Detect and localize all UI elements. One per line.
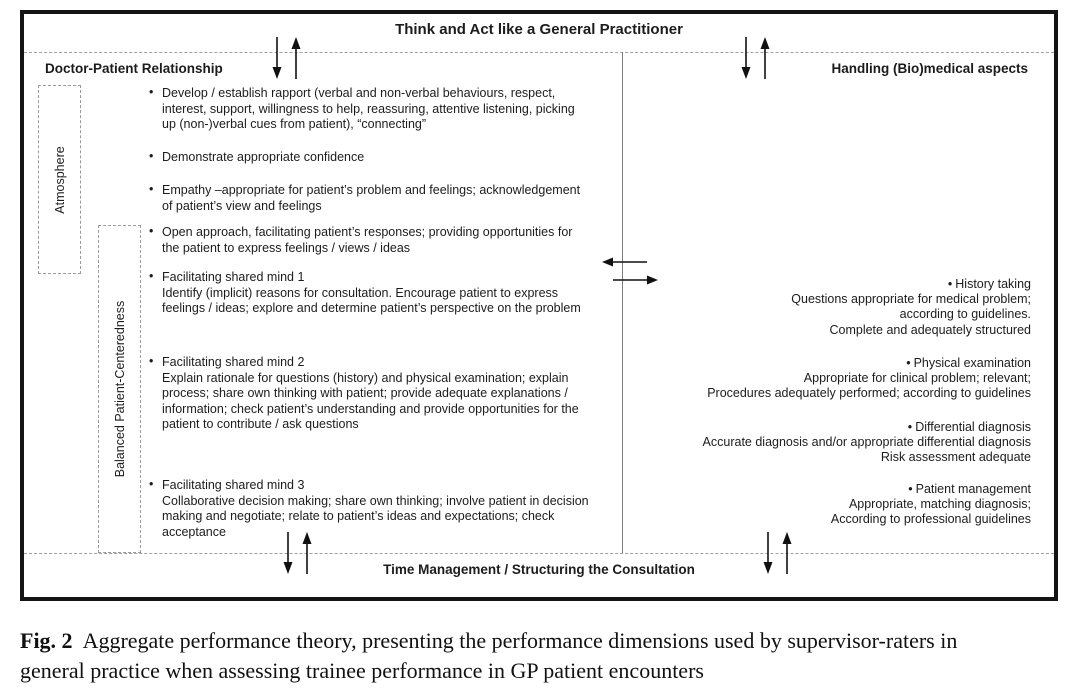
left-column-header: Doctor-Patient Relationship bbox=[45, 61, 223, 76]
top-left-down-up-arrows-icon bbox=[272, 37, 301, 79]
bullet-text: Develop / establish rapport (verbal and … bbox=[162, 86, 575, 131]
bullet-icon: • bbox=[149, 224, 154, 238]
bottom-left-down-up-arrows-icon bbox=[283, 532, 312, 574]
right-item-text: Questions appropriate for medical proble… bbox=[791, 292, 1031, 337]
right-item-differential-diagnosis: •Differential diagnosis Accurate diagnos… bbox=[636, 420, 1031, 466]
left-bullet-confidence: • Demonstrate appropriate confidence bbox=[148, 149, 640, 166]
right-item-text: Appropriate, matching diagnosis; Accordi… bbox=[830, 497, 1031, 527]
bullet-text: Demonstrate appropriate confidence bbox=[162, 150, 365, 164]
left-bullet-open-approach: • Open approach, facilitating patient’s … bbox=[148, 224, 640, 256]
bottom-banner-title: Time Management / Structuring the Consul… bbox=[383, 562, 695, 577]
balanced-patient-centeredness-label: Balanced Patient-Centeredness bbox=[112, 300, 127, 478]
bullet-icon: • bbox=[149, 149, 154, 163]
bullet-text: Facilitating shared mind 1 Identify (imp… bbox=[162, 270, 581, 315]
right-item-title: Differential diagnosis bbox=[915, 420, 1031, 434]
left-bullet-shared-mind-3: • Facilitating shared mind 3 Collaborati… bbox=[148, 477, 640, 540]
bullet-icon: • bbox=[149, 182, 154, 196]
bullet-icon: • bbox=[149, 477, 154, 491]
bottom-dashed-divider bbox=[24, 553, 1054, 554]
atmosphere-box: Atmosphere bbox=[38, 85, 81, 274]
bullet-text: Facilitating shared mind 3 Collaborative… bbox=[162, 478, 589, 539]
left-bullet-empathy: • Empathy –appropriate for patient’s pro… bbox=[148, 182, 640, 214]
right-item-text: Appropriate for clinical problem; releva… bbox=[707, 371, 1031, 401]
bullet-icon: • bbox=[149, 85, 154, 99]
right-item-text: Accurate diagnosis and/or appropriate di… bbox=[702, 435, 1031, 465]
right-item-title: History taking bbox=[955, 277, 1031, 291]
bullet-icon: • bbox=[907, 420, 913, 434]
bullet-icon: • bbox=[149, 269, 154, 283]
top-banner-title: Think and Act like a General Practitione… bbox=[395, 21, 683, 38]
column-divider bbox=[622, 52, 623, 553]
right-column-header: Handling (Bio)medical aspects bbox=[831, 61, 1028, 76]
left-bullet-shared-mind-1: • Facilitating shared mind 1 Identify (i… bbox=[148, 269, 640, 317]
right-item-patient-management: •Patient management Appropriate, matchin… bbox=[636, 482, 1031, 528]
bullet-icon: • bbox=[906, 356, 911, 370]
bullet-text: Open approach, facilitating patient’s re… bbox=[162, 225, 573, 255]
aggregate-performance-diagram: Think and Act like a General Practitione… bbox=[20, 10, 1058, 601]
caption-text: Aggregate performance theory, presenting… bbox=[20, 628, 958, 683]
left-bullet-shared-mind-2: • Facilitating shared mind 2 Explain rat… bbox=[148, 354, 640, 433]
bullet-icon: • bbox=[149, 354, 154, 368]
atmosphere-label: Atmosphere bbox=[52, 145, 67, 214]
bullet-text: Empathy –appropriate for patient’s probl… bbox=[162, 183, 581, 213]
balanced-patient-centeredness-box: Balanced Patient-Centeredness bbox=[98, 225, 141, 553]
right-item-physical-examination: •Physical examination Appropriate for cl… bbox=[636, 356, 1031, 402]
left-bullet-develop-rapport: • Develop / establish rapport (verbal an… bbox=[148, 85, 640, 133]
bottom-right-down-up-arrows-icon bbox=[763, 532, 792, 574]
top-right-down-up-arrows-icon bbox=[741, 37, 770, 79]
left-right-exchange-arrows-icon bbox=[602, 257, 658, 285]
right-item-title: Physical examination bbox=[913, 356, 1031, 370]
right-item-title: Patient management bbox=[915, 482, 1031, 496]
bullet-icon: • bbox=[908, 482, 913, 496]
caption-label: Fig. 2 bbox=[20, 628, 73, 653]
bullet-icon: • bbox=[947, 277, 953, 291]
top-dashed-divider bbox=[24, 52, 1054, 53]
right-item-history-taking: •History taking Questions appropriate fo… bbox=[636, 277, 1031, 338]
bullet-text: Facilitating shared mind 2 Explain ratio… bbox=[162, 355, 579, 431]
